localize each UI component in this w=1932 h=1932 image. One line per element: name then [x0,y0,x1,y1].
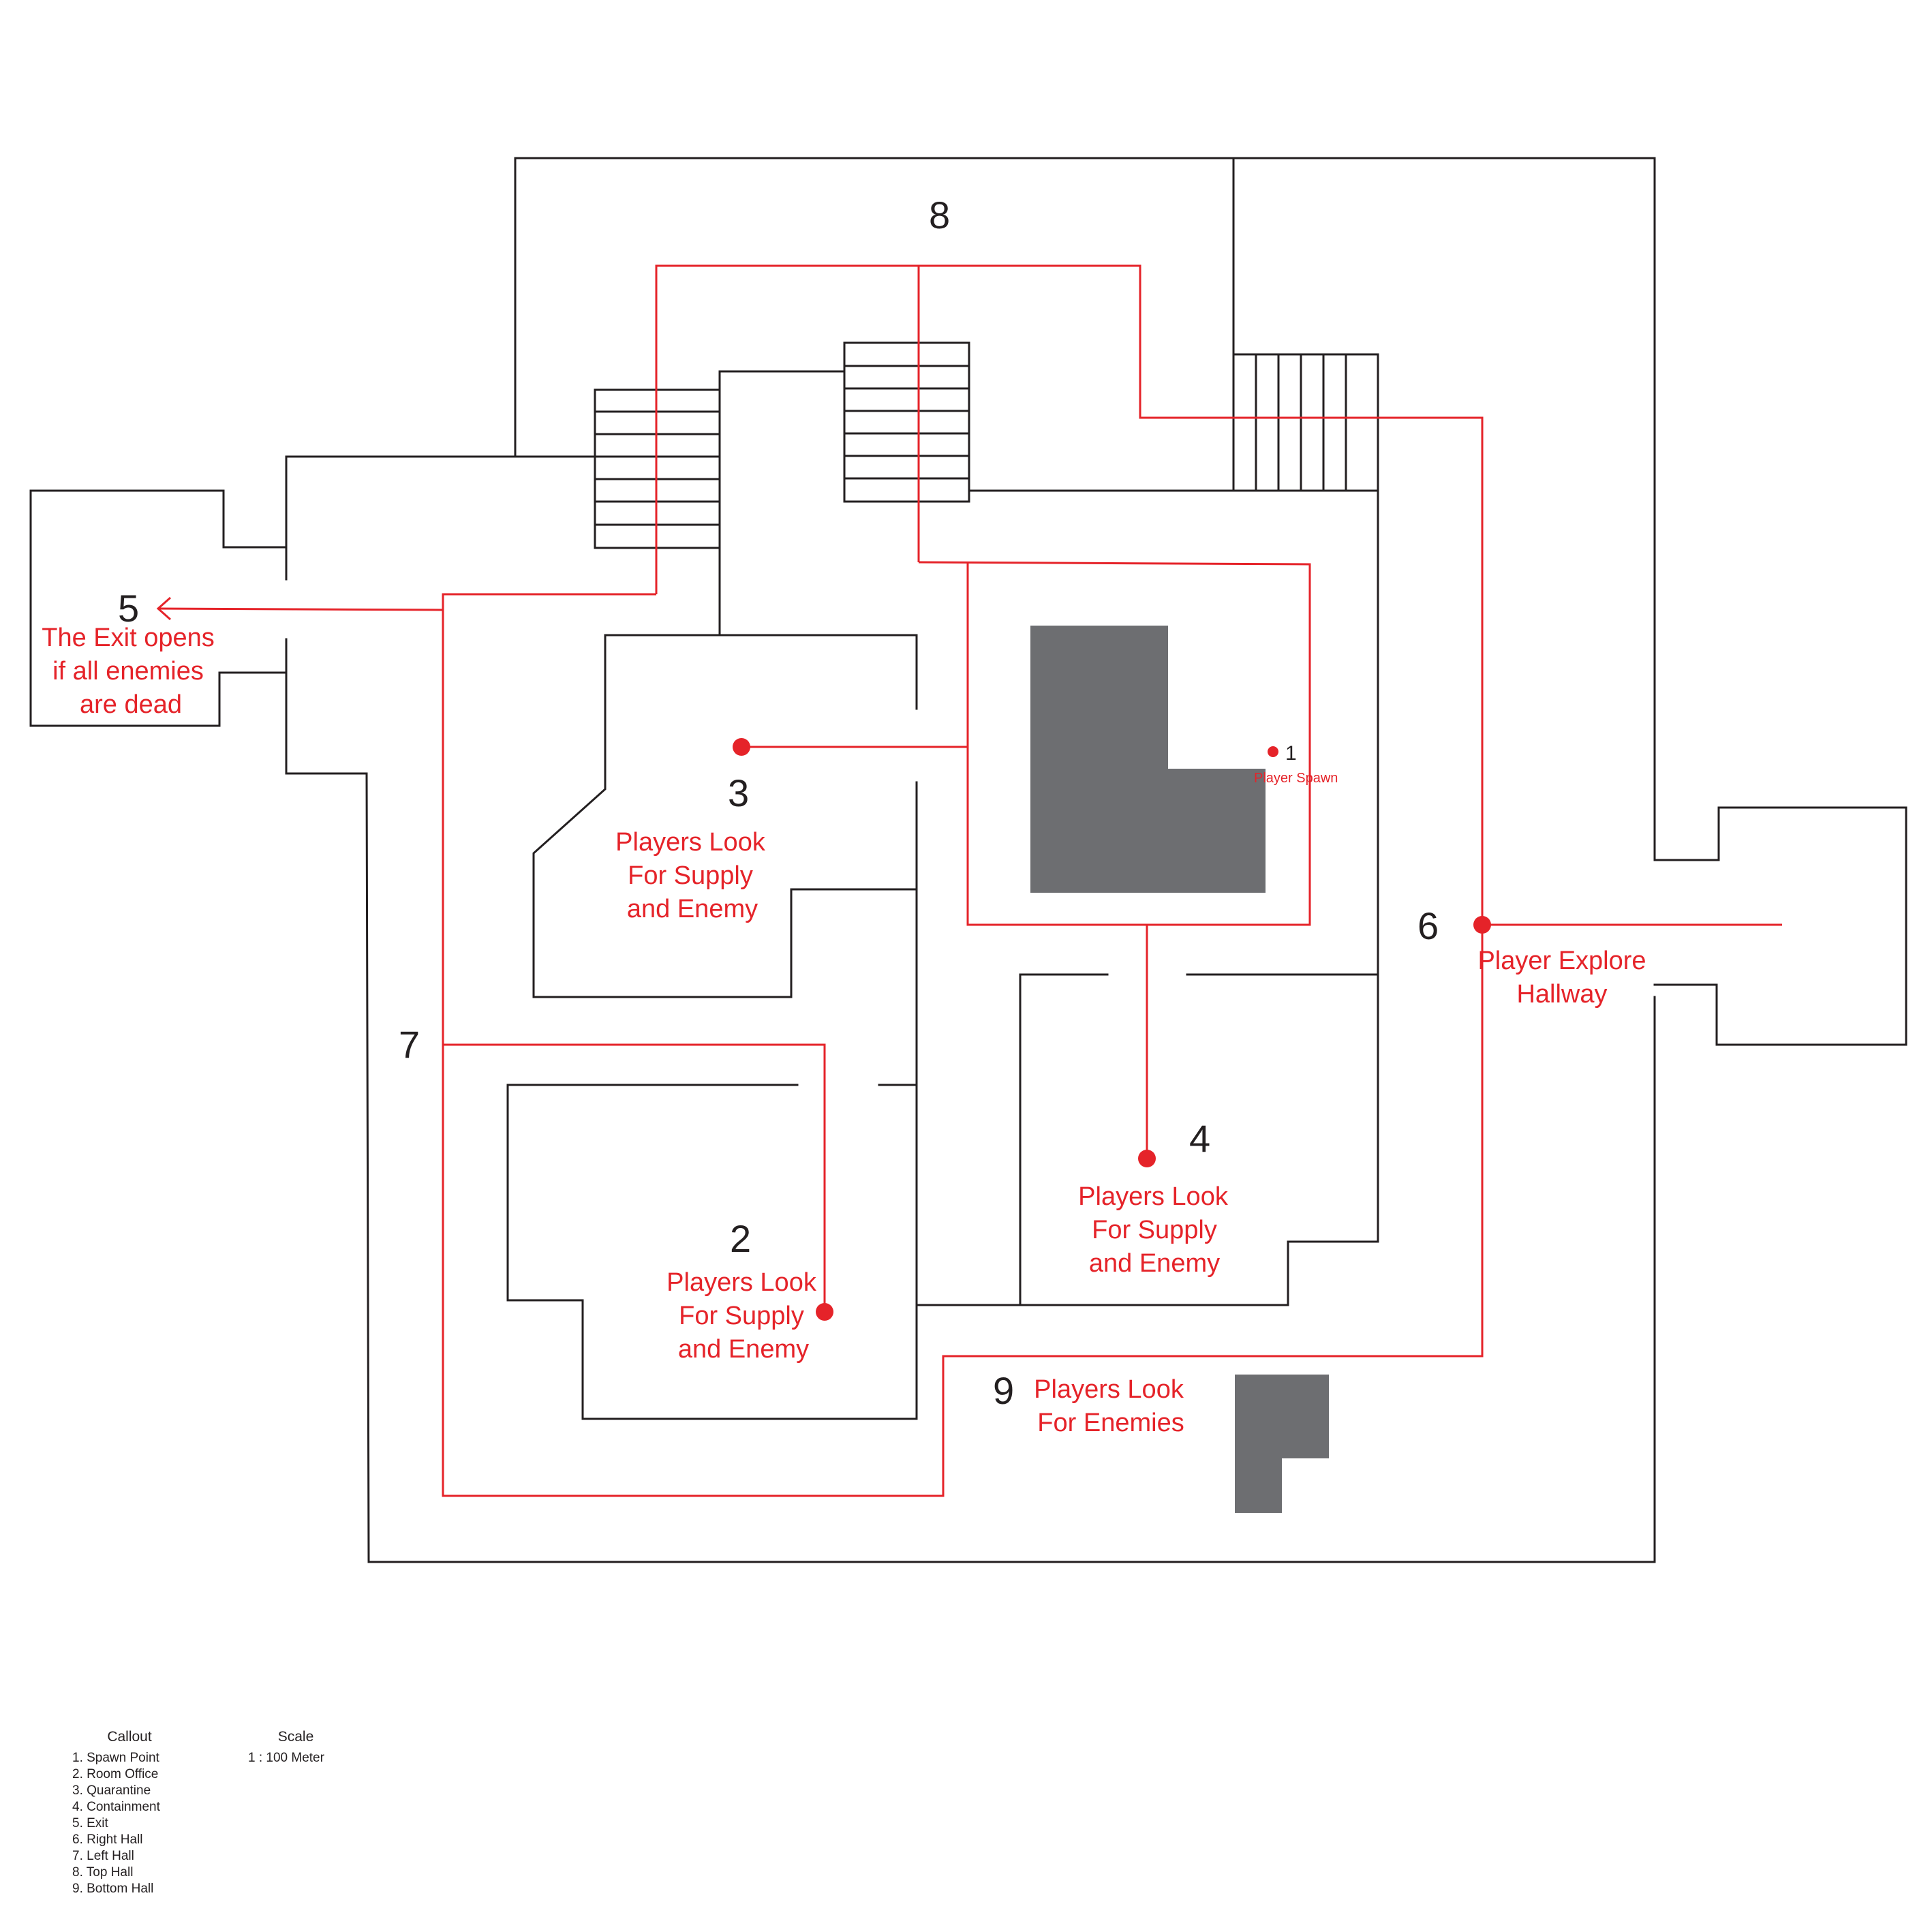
room-number-left-hall: 7 [399,1023,420,1066]
svg-text:For Supply: For Supply [679,1302,804,1330]
room-number-bottom-hall: 9 [993,1369,1014,1412]
player-routes [156,264,1782,1497]
route-top-loop [442,264,1484,1497]
stairs-center [843,341,970,503]
quarantine-marker [733,738,750,756]
exit-room-wall-top [29,489,288,727]
bottom-hall-note: Players Look For Enemies [1034,1375,1184,1437]
svg-text:Players Look: Players Look [1078,1182,1229,1211]
svg-text:and Enemy: and Enemy [627,895,758,923]
svg-text:Players Look: Players Look [666,1268,817,1297]
legend-item: 9. Bottom Hall [72,1882,153,1896]
room-number-containment: 4 [1189,1117,1210,1160]
svg-text:are dead: are dead [80,690,182,719]
containment-room-wall [915,973,1109,1306]
central-pillar-block [1030,626,1266,893]
room-number-spawn: 1 [1285,742,1297,765]
room-number-office: 2 [730,1217,751,1260]
upper-left-wall [285,455,596,581]
office-note: Players Look For Supply and Enemy [666,1268,817,1364]
containment-note: Players Look For Supply and Enemy [1078,1182,1229,1278]
svg-text:and Enemy: and Enemy [1089,1249,1220,1278]
svg-text:For Enemies: For Enemies [1037,1409,1184,1437]
legend-item: 6. Right Hall [72,1833,143,1847]
route-to-office [443,1043,826,1312]
room-number-right-hall: 6 [1417,904,1439,947]
svg-text:For Supply: For Supply [1092,1216,1217,1244]
svg-text:Players Look: Players Look [615,828,766,857]
legend-callout-list: 1. Spawn Point 2. Room Office 3. Quarant… [72,1751,161,1896]
legend-item: 2. Room Office [72,1767,158,1781]
legend-scale-title: Scale [278,1729,314,1745]
route-spawn-loop [918,561,1311,926]
office-marker [816,1303,833,1321]
quarantine-note: Players Look For Supply and Enemy [615,828,766,923]
svg-text:For Supply: For Supply [628,861,753,890]
office-room-wall [506,1084,918,1420]
bottom-hall-block [1235,1375,1329,1513]
containment-marker [1138,1150,1156,1167]
spawn-marker [1268,746,1278,757]
room-number-exit: 5 [118,587,139,630]
legend: Callout Scale 1 : 100 Meter 1. Spawn Poi… [72,1729,325,1896]
stairs-right [1232,353,1379,492]
legend-item: 4. Containment [72,1800,161,1814]
quarantine-room-wall [532,634,918,998]
svg-text:The Exit opens: The Exit opens [42,624,214,652]
top-hall-outer-wall [514,157,1656,861]
legend-scale-value: 1 : 100 Meter [248,1751,325,1765]
room-number-quarantine: 3 [728,771,749,814]
svg-text:Players Look: Players Look [1034,1375,1184,1404]
route-to-exit [157,607,444,611]
right-hall-note: Player Explore Hallway [1477,947,1646,1009]
legend-item: 5. Exit [72,1816,109,1830]
legend-item: 3. Quarantine [72,1783,151,1798]
svg-text:Player Explore: Player Explore [1477,947,1646,975]
spawn-label: Player Spawn [1254,771,1338,786]
left-hall-outer-wall [285,638,1656,1563]
svg-text:if all enemies: if all enemies [52,657,204,686]
right-room-wall-upper [1653,806,1907,1046]
svg-text:Hallway: Hallway [1516,980,1607,1009]
room-number-top-hall: 8 [929,194,950,236]
legend-item: 7. Left Hall [72,1849,134,1863]
legend-item: 8. Top Hall [72,1865,133,1880]
legend-item: 1. Spawn Point [72,1751,160,1765]
exit-arrow-head [156,596,171,621]
walls [29,157,1907,1563]
inner-top-wall [718,370,846,635]
svg-text:and Enemy: and Enemy [678,1335,809,1364]
right-hall-marker [1473,916,1491,934]
exit-note: The Exit opens if all enemies are dead [42,624,214,719]
legend-callout-title: Callout [107,1729,152,1745]
